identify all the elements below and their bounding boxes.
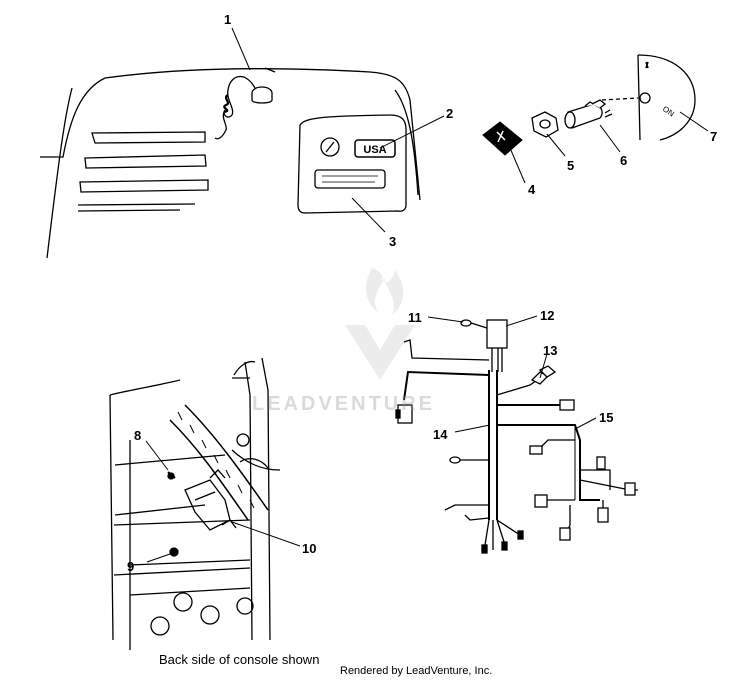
ignition-bezel: ON (601, 54, 696, 141)
watermark-logo (345, 268, 415, 380)
svg-text:ON: ON (661, 104, 676, 118)
decal (482, 121, 523, 156)
callout-labels: 1 2 3 4 5 6 7 8 9 10 11 12 13 14 15 (127, 12, 717, 574)
callout-10: 10 (302, 541, 316, 556)
console-hood (40, 67, 421, 259)
callout-8: 8 (134, 428, 141, 443)
callout-2: 2 (446, 106, 453, 121)
callout-1: 1 (224, 12, 231, 27)
console-back-side (109, 357, 281, 650)
callout-9: 9 (127, 559, 134, 574)
diagram-caption: Back side of console shown (159, 652, 320, 667)
fuel-cap-with-lanyard (214, 75, 273, 140)
callout-3: 3 (389, 234, 396, 249)
hex-nut (531, 111, 559, 138)
callout-14: 14 (433, 427, 448, 442)
wiring-harness (395, 319, 638, 554)
render-credit: Rendered by LeadVenture, Inc. (340, 665, 493, 677)
callout-6: 6 (620, 153, 627, 168)
callout-13: 13 (543, 343, 557, 358)
callout-5: 5 (567, 158, 574, 173)
callout-12: 12 (540, 308, 554, 323)
usa-plate: USA (354, 139, 396, 158)
leader-lines (145, 27, 709, 563)
watermark-text: LEADVENTURE (252, 393, 436, 415)
callout-15: 15 (599, 410, 613, 425)
usa-plate-text: USA (363, 144, 386, 156)
callout-4: 4 (528, 182, 536, 197)
callout-11: 11 (408, 310, 422, 325)
callout-7: 7 (710, 129, 717, 144)
key-switch (564, 99, 613, 129)
